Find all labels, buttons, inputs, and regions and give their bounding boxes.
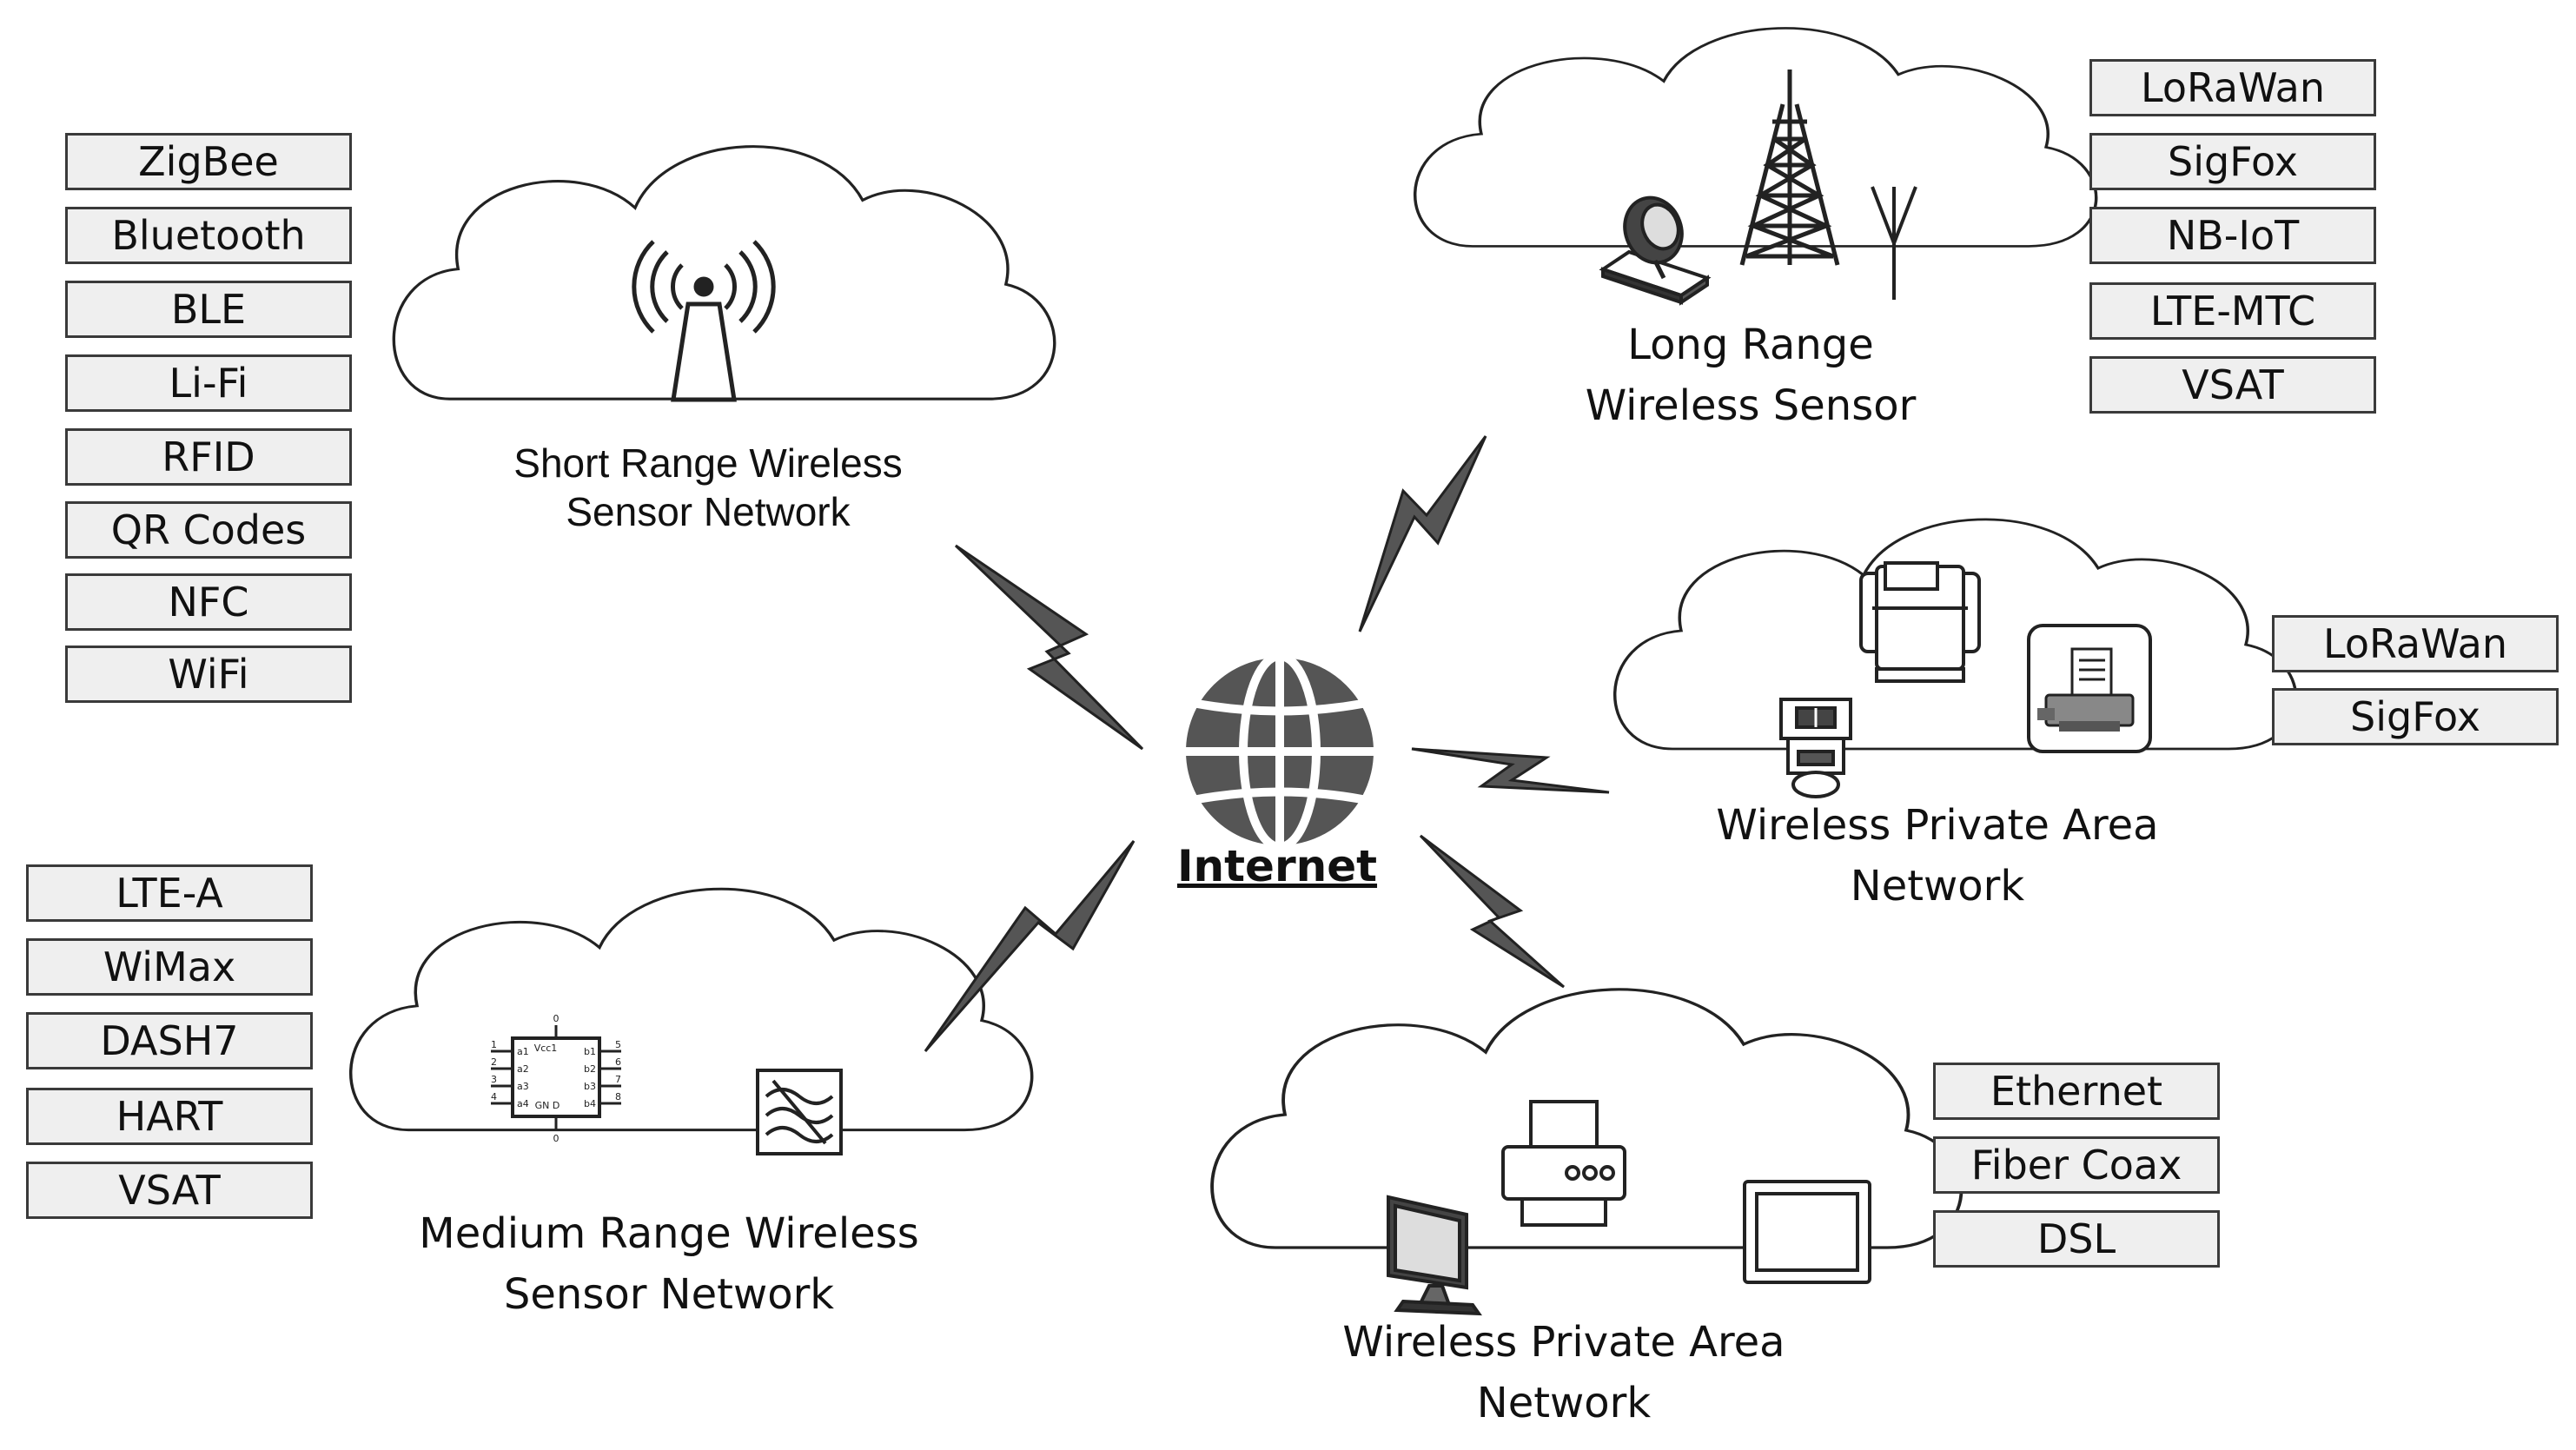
filter-icon xyxy=(756,1069,843,1155)
tag-vsat-medium: VSAT xyxy=(26,1162,313,1219)
chip-pin-b2: b2 xyxy=(584,1063,596,1075)
tag-ethernet: Ethernet xyxy=(1933,1063,2220,1120)
tag-dash7: DASH7 xyxy=(26,1012,313,1069)
tag-fiber-coax: Fiber Coax xyxy=(1933,1136,2220,1194)
tag-hart: HART xyxy=(26,1088,313,1145)
chip-pin-a4: a4 xyxy=(517,1098,529,1109)
antenna-tower-icon xyxy=(632,240,776,402)
chip-vcc-label: Vcc1 xyxy=(534,1043,558,1054)
tag-lorawan: LoRaWan xyxy=(2089,59,2376,116)
wpan-upper-title-line1: Wireless Private Area xyxy=(1716,801,2159,850)
chip-pin-num-1: 1 xyxy=(491,1039,497,1050)
monitor-icon xyxy=(1387,1195,1482,1316)
chip-pin-b4: b4 xyxy=(584,1098,596,1109)
printer-icon xyxy=(1501,1100,1626,1227)
card-reader-icon xyxy=(1779,698,1852,798)
wpan-lower-title-line1: Wireless Private Area xyxy=(1342,1318,1785,1367)
tag-lorawan-wpan: LoRaWan xyxy=(2272,615,2559,672)
wpan-lower-title-line2: Network xyxy=(1476,1379,1652,1427)
medium-range-title-line1: Medium Range Wireless xyxy=(419,1209,919,1258)
internet-label: Internet xyxy=(1176,841,1378,891)
tag-qr-codes: QR Codes xyxy=(65,501,352,559)
chip-pin-num-8: 8 xyxy=(615,1091,621,1102)
tag-bluetooth: Bluetooth xyxy=(65,207,352,264)
tag-zigbee: ZigBee xyxy=(65,133,352,190)
chip-pin-a1: a1 xyxy=(517,1046,529,1057)
ic-chip-icon: 0 Vcc1 GN D 0 a1 a2 a3 a4 b1 b2 b3 b4 1 … xyxy=(491,1013,621,1144)
tag-dsl: DSL xyxy=(1933,1210,2220,1268)
tablet-icon xyxy=(1743,1180,1871,1284)
tag-nfc: NFC xyxy=(65,573,352,631)
lightning-bolt-medium xyxy=(924,840,1136,1052)
tag-sigfox-wpan: SigFox xyxy=(2272,688,2559,745)
antenna-icon xyxy=(1871,186,1917,300)
tag-rfid: RFID xyxy=(65,428,352,486)
cloud-medium-range xyxy=(348,887,1034,1132)
short-range-title-line1: Short Range Wireless xyxy=(513,440,903,486)
tag-nb-iot: NB-IoT xyxy=(2089,207,2376,264)
tag-sigfox: SigFox xyxy=(2089,133,2376,190)
tag-vsat: VSAT xyxy=(2089,356,2376,414)
chip-pin-a3: a3 xyxy=(517,1081,529,1092)
tag-ble: BLE xyxy=(65,281,352,338)
chip-gnd-label: GN D xyxy=(535,1100,560,1111)
lightning-bolt-wpan-lower xyxy=(1419,834,1565,989)
short-range-title-line2: Sensor Network xyxy=(566,489,851,534)
lightning-bolt-short xyxy=(954,544,1144,751)
chip-pin-a2: a2 xyxy=(517,1063,529,1075)
tag-wifi: WiFi xyxy=(65,646,352,703)
lightning-bolt-long xyxy=(1358,435,1487,632)
long-range-title-line2: Wireless Sensor xyxy=(1585,381,1917,430)
tag-lte-mtc: LTE-MTC xyxy=(2089,282,2376,340)
chip-pin-num-5: 5 xyxy=(615,1039,621,1050)
chip-top-pin: 0 xyxy=(553,1013,560,1024)
globe-icon xyxy=(1182,652,1377,851)
chip-pin-num-6: 6 xyxy=(615,1056,621,1068)
chip-pin-num-4: 4 xyxy=(491,1091,497,1102)
chip-pin-num-3: 3 xyxy=(491,1074,497,1085)
tag-wimax: WiMax xyxy=(26,938,313,996)
tag-lifi: Li-Fi xyxy=(65,354,352,412)
scanner-icon xyxy=(1859,561,1981,683)
wpan-upper-title-line2: Network xyxy=(1850,862,2025,910)
chip-pin-num-7: 7 xyxy=(615,1074,621,1085)
lightning-bolt-wpan-upper xyxy=(1411,747,1610,794)
tag-lte-a: LTE-A xyxy=(26,864,313,922)
medium-range-title-line2: Sensor Network xyxy=(503,1270,835,1319)
chip-pin-b1: b1 xyxy=(584,1046,596,1057)
long-range-title-line1: Long Range xyxy=(1627,321,1874,369)
chip-pin-b3: b3 xyxy=(584,1081,596,1092)
satellite-dish-icon xyxy=(1599,195,1712,306)
chip-pin-num-2: 2 xyxy=(491,1056,497,1068)
fax-machine-icon xyxy=(2027,624,2152,753)
lattice-tower-icon xyxy=(1739,70,1840,266)
chip-bottom-pin: 0 xyxy=(553,1133,560,1144)
